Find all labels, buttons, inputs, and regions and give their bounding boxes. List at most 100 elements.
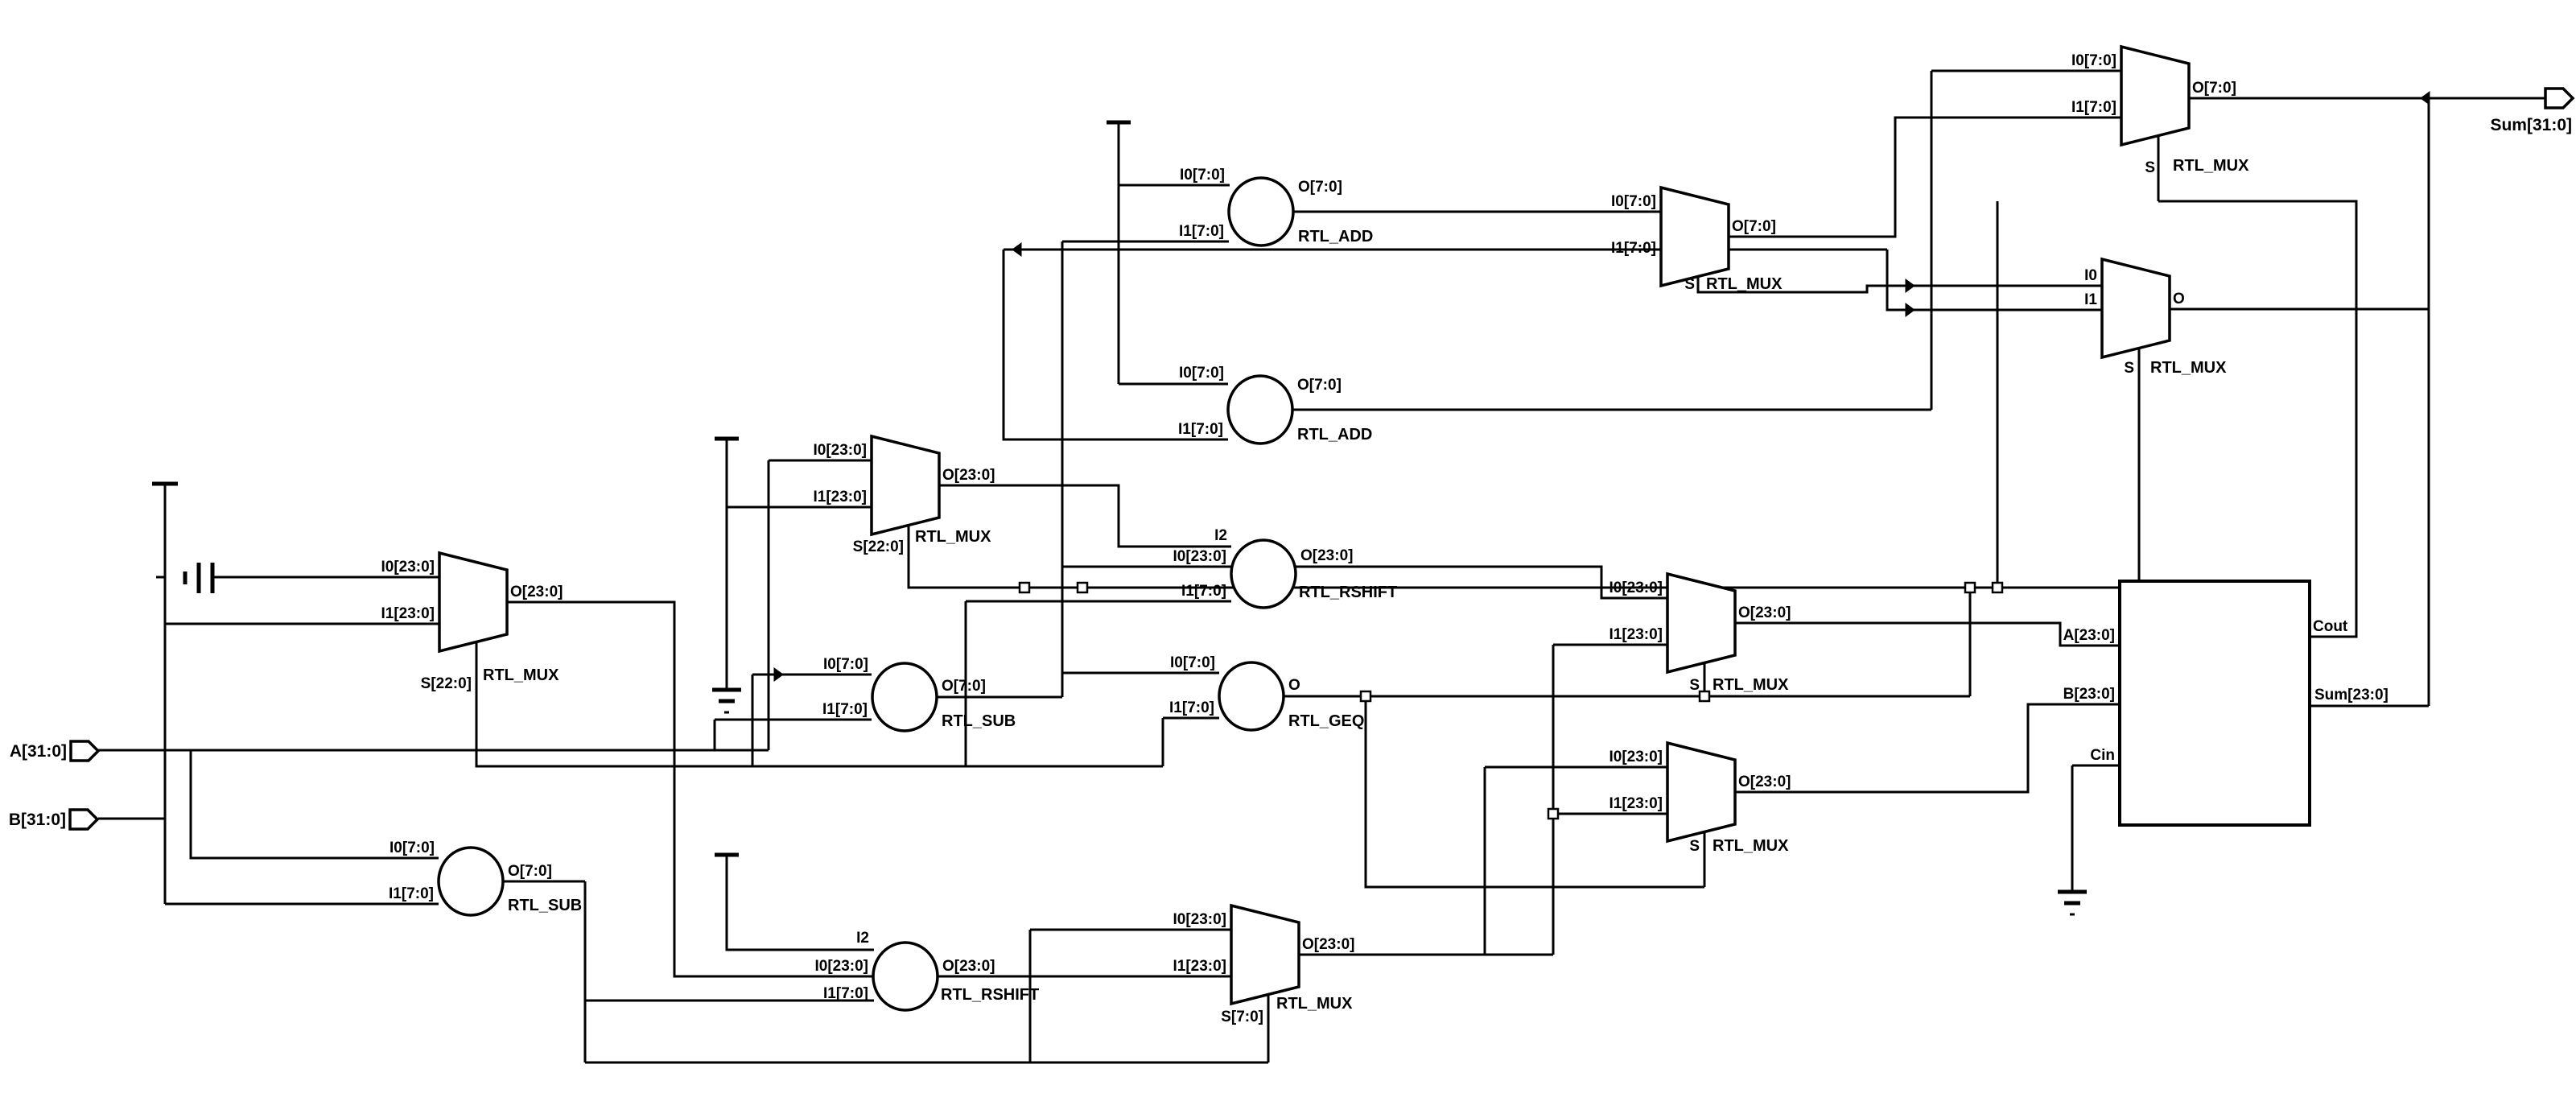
wire[interactable] bbox=[1735, 621, 2120, 647]
rshift-bot-pin-label: I1[7:0] bbox=[823, 985, 868, 1002]
port-b-label: B[31:0] bbox=[9, 811, 66, 829]
wire[interactable] bbox=[1364, 696, 1704, 889]
mux-bit-label: RTL_MUX bbox=[2150, 359, 2227, 377]
add-mid-pin-label: I1[7:0] bbox=[1178, 421, 1223, 438]
mux-bottom-shape[interactable] bbox=[1230, 903, 1300, 1006]
mux-bit-pin-label: O bbox=[2173, 291, 2185, 307]
adder-box-pin-label: Cout bbox=[2313, 618, 2348, 635]
mux-left-pin-label: I1[23:0] bbox=[381, 605, 435, 622]
wire[interactable] bbox=[475, 642, 1163, 768]
wire[interactable] bbox=[189, 750, 439, 860]
wire[interactable] bbox=[907, 526, 2139, 589]
mux-mid-shape[interactable] bbox=[870, 434, 941, 537]
mux-b-side-pin-label: S bbox=[1689, 838, 1700, 855]
sub-bottom-pin-label: I1[7:0] bbox=[389, 885, 434, 902]
sub-mid-label: RTL_SUB bbox=[942, 712, 1016, 730]
wire[interactable] bbox=[1696, 277, 2102, 294]
adder-box-pin-label: B[23:0] bbox=[2063, 686, 2115, 703]
mux-top-pin-label: I0[7:0] bbox=[1611, 193, 1656, 210]
adder-box-pin-label: Cin bbox=[2090, 747, 2115, 764]
mux-bottom-label: RTL_MUX bbox=[1276, 995, 1353, 1013]
mux-a-side-pin-label: I1[23:0] bbox=[1609, 626, 1663, 643]
mux-bit-shape[interactable] bbox=[2100, 257, 2171, 360]
mux-bottom-pin-label: S[7:0] bbox=[1221, 1009, 1263, 1025]
wire[interactable] bbox=[1296, 565, 1667, 600]
mux-top-shape[interactable] bbox=[1659, 185, 1730, 288]
wire-arrow-icon bbox=[1012, 242, 1022, 257]
rshift-bot-pin-label: I0[23:0] bbox=[814, 958, 868, 975]
mux-a-side-label: RTL_MUX bbox=[1713, 676, 1789, 694]
port-b[interactable] bbox=[68, 808, 100, 831]
mux-left-label: RTL_MUX bbox=[483, 666, 559, 684]
mux-left-shape[interactable] bbox=[438, 551, 509, 654]
rshift-mid-pin-label: I2 bbox=[1214, 527, 1227, 544]
rshift-mid-pin-label: I1[7:0] bbox=[1181, 583, 1226, 600]
wire[interactable] bbox=[507, 600, 874, 978]
mux-b-side-pin-label: I1[23:0] bbox=[1609, 795, 1663, 812]
junction-square bbox=[1018, 581, 1031, 594]
mux-final-pin-label: I1[7:0] bbox=[2071, 99, 2116, 116]
add-mid-pin-label: O[7:0] bbox=[1297, 377, 1342, 394]
mux-b-side-label: RTL_MUX bbox=[1713, 837, 1789, 855]
wire-arrow-icon bbox=[1905, 303, 1915, 317]
mux-final-label: RTL_MUX bbox=[2173, 157, 2249, 175]
wire-arrow-icon bbox=[773, 667, 784, 682]
junction-square bbox=[1547, 807, 1560, 820]
sub-bottom-label: RTL_SUB bbox=[508, 897, 582, 914]
junction-square bbox=[1076, 581, 1089, 594]
rshift-mid-shape[interactable] bbox=[1230, 538, 1297, 609]
sub-bottom-shape[interactable] bbox=[437, 846, 505, 917]
sub-mid-shape[interactable] bbox=[871, 662, 938, 732]
mux-bit-pin-label: I1 bbox=[2084, 291, 2097, 308]
add-top-pin-label: I0[7:0] bbox=[1180, 167, 1225, 184]
wire[interactable] bbox=[2158, 200, 2358, 638]
add-top-shape[interactable] bbox=[1227, 176, 1295, 247]
wire[interactable] bbox=[1735, 703, 2120, 794]
mux-a-side-pin-label: I0[23:0] bbox=[1609, 580, 1663, 596]
sub-mid-pin-label: I1[7:0] bbox=[822, 701, 868, 718]
mux-mid-label: RTL_MUX bbox=[915, 528, 991, 546]
mux-top-pin-label: O[7:0] bbox=[1732, 218, 1776, 235]
mux-left-pin-label: S[22:0] bbox=[421, 675, 472, 692]
mux-mid-pin-label: I0[23:0] bbox=[813, 442, 867, 459]
rshift-mid-pin-label: I0[23:0] bbox=[1173, 548, 1226, 565]
rshift-bot-pin-label: I2 bbox=[856, 930, 869, 947]
add-top-pin-label: I1[7:0] bbox=[1179, 223, 1224, 240]
mux-mid-pin-label: O[23:0] bbox=[942, 467, 995, 484]
wire[interactable] bbox=[1002, 250, 1228, 441]
adder-box-shape[interactable] bbox=[2118, 580, 2311, 827]
mux-bit-pin-label: S bbox=[2124, 360, 2134, 377]
geq-label: RTL_GEQ bbox=[1288, 712, 1364, 730]
add-mid-pin-label: I0[7:0] bbox=[1179, 365, 1224, 382]
mux-final-pin-label: S bbox=[2145, 159, 2155, 176]
rshift-mid-pin-label: O[23:0] bbox=[1300, 547, 1353, 564]
port-sum[interactable] bbox=[2544, 87, 2575, 109]
add-top-label: RTL_ADD bbox=[1298, 228, 1373, 245]
sub-bottom-pin-label: O[7:0] bbox=[508, 863, 552, 880]
wire[interactable] bbox=[1886, 250, 2102, 312]
mux-final-pin-label: O[7:0] bbox=[2192, 80, 2236, 97]
port-sum-label: Sum[31:0] bbox=[2490, 116, 2572, 134]
add-mid-shape[interactable] bbox=[1226, 374, 1294, 445]
geq-shape[interactable] bbox=[1218, 661, 1285, 732]
adder-box-pin-label: A[23:0] bbox=[2063, 627, 2115, 644]
mux-top-pin-label: I1[7:0] bbox=[1611, 240, 1656, 257]
rshift-bot-label: RTL_RSHIFT bbox=[941, 986, 1039, 1004]
mux-b-side-shape[interactable] bbox=[1666, 741, 1737, 844]
mux-left-pin-label: O[23:0] bbox=[510, 584, 563, 600]
rshift-bot-shape[interactable] bbox=[872, 941, 939, 1012]
junction-square bbox=[1964, 581, 1976, 594]
wire[interactable] bbox=[725, 855, 874, 951]
junction-square bbox=[1359, 690, 1372, 703]
wire[interactable] bbox=[939, 484, 1231, 548]
mux-bottom-pin-label: I0[23:0] bbox=[1173, 911, 1226, 928]
geq-pin-label: I0[7:0] bbox=[1170, 654, 1215, 671]
wire[interactable] bbox=[1729, 116, 2121, 238]
port-a[interactable] bbox=[69, 740, 101, 762]
mux-a-side-shape[interactable] bbox=[1666, 571, 1737, 675]
mux-bottom-pin-label: I1[23:0] bbox=[1173, 958, 1226, 975]
mux-final-shape[interactable] bbox=[2120, 44, 2191, 147]
mux-bottom-pin-label: O[23:0] bbox=[1302, 936, 1354, 953]
